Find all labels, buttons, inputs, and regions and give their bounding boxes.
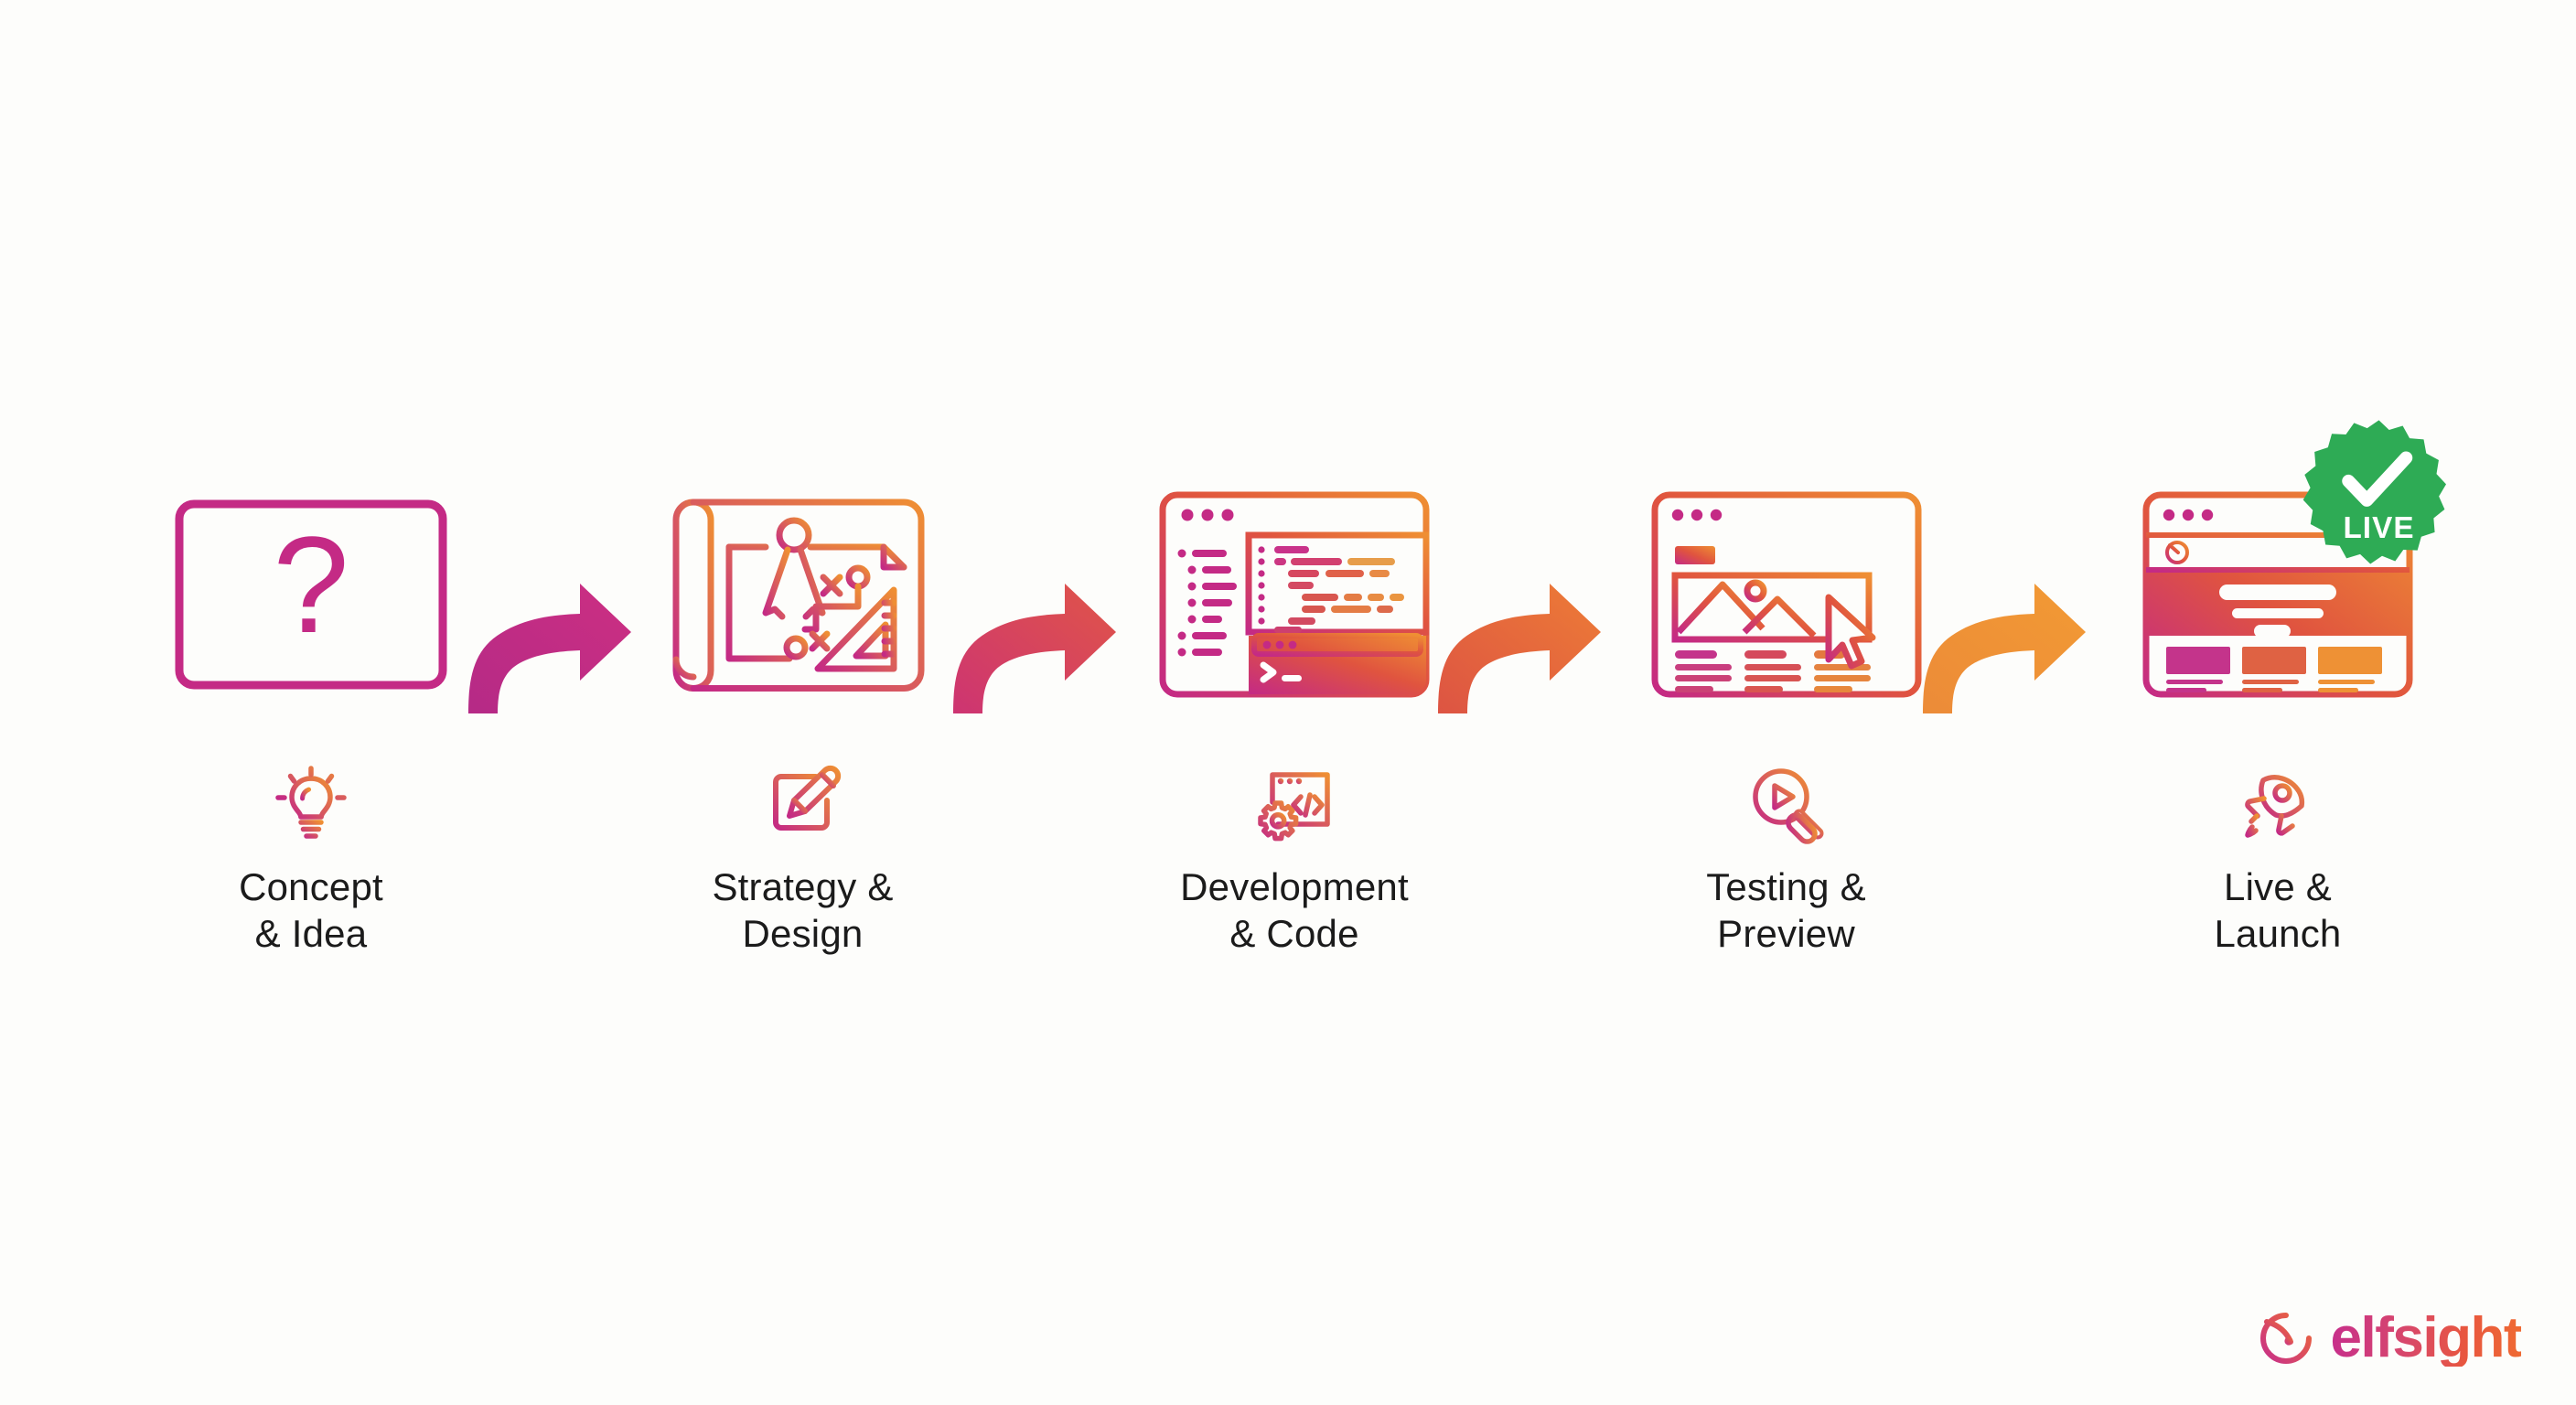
rocket-icon (2227, 752, 2328, 853)
step-label-strategy: Strategy &Design (712, 865, 894, 956)
pencil-edit-icon (753, 752, 853, 853)
elfsight-logo[interactable]: elfsight (2258, 1306, 2523, 1369)
illustration-blank-canvas-question-mark: ? (137, 457, 485, 732)
illustration-code-editor-terminal (1121, 457, 1468, 732)
check-icon (2342, 451, 2413, 507)
step-label-development: Development& Code (1180, 865, 1409, 956)
step-testing[interactable]: Testing &Preview (1613, 457, 1960, 957)
magnifier-play-icon (1736, 752, 1837, 853)
lightbulb-icon (261, 752, 361, 853)
step-concept[interactable]: ? Concept& Idea (137, 457, 485, 957)
illustration-blueprint-compass-ruler (629, 457, 977, 732)
elfsight-mark-icon (2258, 1310, 2314, 1367)
step-label-testing: Testing &Preview (1706, 865, 1866, 956)
badge-label: LIVE (2343, 511, 2414, 545)
step-development[interactable]: Development& Code (1121, 457, 1468, 957)
step-label-concept: Concept& Idea (239, 865, 383, 956)
question-mark-glyph: ? (273, 508, 349, 661)
illustration-preview-browser-cursor (1613, 457, 1960, 732)
elfsight-wordmark: elfsight (2330, 1306, 2523, 1369)
live-status-badge[interactable]: LIVE (2299, 416, 2459, 576)
step-label-launch: Live &Launch (2214, 865, 2342, 956)
code-window-gear-icon (1244, 752, 1345, 853)
process-steps-row: ? Concept& Idea (137, 457, 2452, 1043)
step-strategy[interactable]: Strategy &Design (629, 457, 977, 957)
